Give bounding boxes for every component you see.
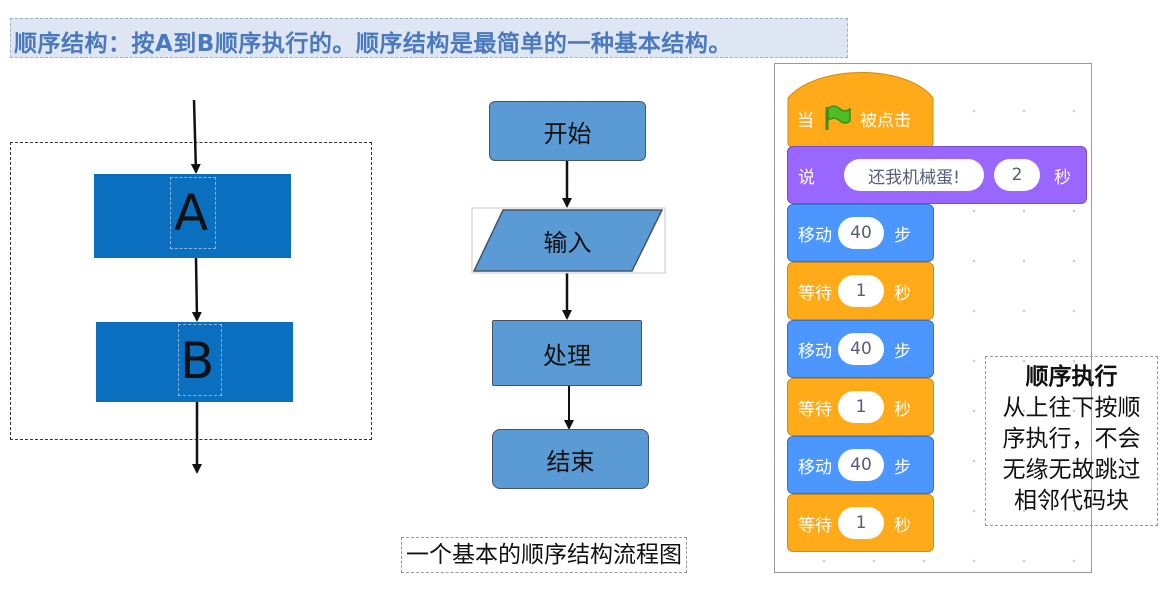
wait-unit: 秒 [894,283,911,304]
sequence-structure-frame [10,142,372,440]
say-block[interactable]: 说 还我机械蛋! 2 秒 [787,146,1087,204]
move-block[interactable]: 移动 40 步 [787,436,934,494]
arrow-a-to-b [191,257,202,322]
flow-start-label: 开始 [543,119,592,148]
wait-seconds-input[interactable]: 1 [838,391,884,423]
block-b-label: B [180,332,215,390]
note-line: 从上往下按顺 [1002,395,1141,421]
green-flag-icon [825,105,851,130]
header-title: 顺序结构：按A到B顺序执行的。顺序结构是最简单的一种基本结构。 [14,31,732,57]
hat-block-when-flag-clicked[interactable]: 当 被点击 [797,103,911,133]
block-a [94,174,291,258]
flow-process-label: 处理 [543,341,591,370]
move-block[interactable]: 移动 40 步 [787,320,934,378]
flow-end: 结束 [492,429,649,489]
move-steps-input[interactable]: 40 [838,449,884,481]
header-banner [10,18,848,58]
input-parallelogram [472,209,664,272]
hat-prefix: 当 [797,110,814,131]
hat-suffix: 被点击 [860,110,911,131]
say-label: 说 [798,167,815,188]
block-a-label: A [174,184,209,242]
wait-unit: 秒 [894,399,911,420]
wait-label: 等待 [798,399,832,420]
move-steps-input[interactable]: 40 [838,333,884,365]
flow-end-label: 结束 [546,447,595,476]
wait-label: 等待 [798,515,832,536]
say-seconds-input[interactable]: 2 [994,159,1040,191]
input-shape-bounds [471,207,666,274]
wait-seconds-input[interactable]: 1 [838,507,884,539]
note-line: 相邻代码块 [1014,488,1129,514]
note-title: 顺序执行 [1025,364,1118,390]
sequential-execution-note: 顺序执行 从上往下按顺 序执行，不会 无缘无故跳过 相邻代码块 [985,356,1158,526]
move-label: 移动 [798,341,832,362]
arrow-into-a [190,99,201,174]
say-unit: 秒 [1054,167,1071,188]
block-a-label-box [170,177,216,249]
block-b-label-box [178,324,222,396]
wait-block[interactable]: 等待 1 秒 [787,378,934,436]
block-b [96,322,293,402]
move-label: 移动 [798,457,832,478]
move-unit: 步 [894,341,911,362]
move-unit: 步 [894,225,911,246]
say-message-input[interactable]: 还我机械蛋! [844,159,984,191]
move-label: 移动 [798,225,832,246]
flow-input-label: 输入 [543,228,592,257]
move-block[interactable]: 移动 40 步 [787,204,934,262]
flow-start: 开始 [489,101,646,161]
move-unit: 步 [894,457,911,478]
note-line: 无缘无故跳过 [1002,457,1141,483]
wait-block[interactable]: 等待 1 秒 [787,262,934,320]
flowchart-caption: 一个基本的顺序结构流程图 [401,537,687,573]
wait-block[interactable]: 等待 1 秒 [787,494,934,552]
wait-label: 等待 [798,283,832,304]
wait-seconds-input[interactable]: 1 [838,275,884,307]
move-steps-input[interactable]: 40 [838,217,884,249]
flow-process: 处理 [492,320,642,386]
note-line: 序执行，不会 [1002,426,1141,452]
wait-unit: 秒 [894,515,911,536]
